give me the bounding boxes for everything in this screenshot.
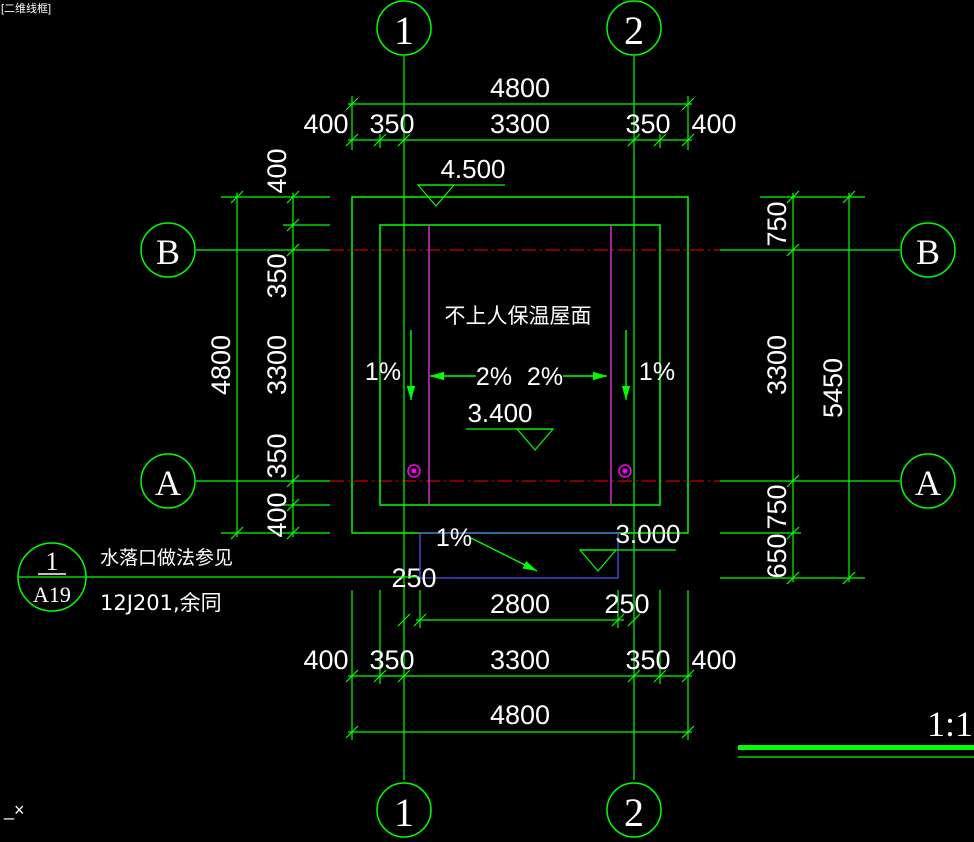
slope-gutter[interactable]: 1% xyxy=(436,524,538,572)
dim-left-lower-wall: 350 xyxy=(262,433,292,478)
detail-note-line1: 水落口做法参见 xyxy=(100,547,233,569)
dim-bottom-right-overhang: 400 xyxy=(691,645,736,675)
elevation-roof[interactable]: 3.400 xyxy=(466,398,555,451)
svg-text:1%: 1% xyxy=(436,524,472,552)
svg-text:A: A xyxy=(915,463,941,503)
svg-text:1:1: 1:1 xyxy=(927,704,973,744)
detail-sheet: A19 xyxy=(33,582,71,607)
slope-right-down[interactable]: 1% xyxy=(621,330,675,400)
svg-text:3.000: 3.000 xyxy=(615,519,680,549)
roof-drain-left[interactable] xyxy=(407,464,421,478)
dim-gutter-left: 250 xyxy=(391,563,436,593)
dim-top-right-wall: 350 xyxy=(625,109,670,139)
svg-text:1%: 1% xyxy=(365,358,401,386)
svg-text:4.500: 4.500 xyxy=(440,154,505,184)
dim-top-overall: 4800 xyxy=(490,73,550,103)
dim-left-upper-wall: 350 xyxy=(262,253,292,298)
slope-right-arrow[interactable]: 2% xyxy=(527,363,607,391)
dim-right-bottom: 750 xyxy=(762,484,792,529)
slope-left-arrow[interactable]: 2% xyxy=(430,363,512,391)
dim-top-right-overhang: 400 xyxy=(691,109,736,139)
svg-text:A: A xyxy=(155,463,181,503)
detail-number: 1 xyxy=(46,547,59,576)
dim-right-overall: 5450 xyxy=(818,358,848,418)
dim-top-left-overhang: 400 xyxy=(303,109,348,139)
grid-bubble-B-right[interactable]: B xyxy=(900,222,956,278)
dimension-texts: 4800 400 350 3300 350 400 250 2800 250 4… xyxy=(206,73,848,730)
svg-text:2: 2 xyxy=(624,790,644,835)
viewport-label[interactable]: [二维线框] xyxy=(1,3,52,15)
dim-top-left-wall: 350 xyxy=(369,109,414,139)
parapet-outer[interactable] xyxy=(351,196,689,534)
dim-bottom-overall: 4800 xyxy=(490,700,550,730)
ucs-icon: _× xyxy=(4,800,25,820)
roof-drain-right[interactable] xyxy=(618,464,632,478)
dim-right-gutter: 650 xyxy=(762,533,792,578)
svg-text:2%: 2% xyxy=(527,363,563,391)
dim-top-span: 3300 xyxy=(490,109,550,139)
dim-bottom-span: 3300 xyxy=(490,645,550,675)
grid-lines xyxy=(196,56,900,780)
dim-left-top: 400 xyxy=(262,148,292,193)
svg-text:B: B xyxy=(916,232,940,272)
dim-bottom-left-overhang: 400 xyxy=(303,645,348,675)
grid-bubble-2-top[interactable]: 2 xyxy=(606,0,662,56)
grid-bubble-2-bottom[interactable]: 2 xyxy=(606,782,662,838)
svg-text:3.400: 3.400 xyxy=(467,398,532,428)
detail-note-line2: 12J201,余同 xyxy=(100,591,222,615)
elevation-gutter[interactable]: 3.000 xyxy=(578,519,681,572)
parapet-inner[interactable] xyxy=(379,224,661,506)
dim-right-span: 3300 xyxy=(762,335,792,395)
svg-text:1: 1 xyxy=(394,790,414,835)
dim-left-bottom: 400 xyxy=(262,492,292,537)
scale-indicator[interactable]: 1:1 xyxy=(738,704,974,758)
svg-text:2: 2 xyxy=(624,8,644,53)
dim-left-overall: 4800 xyxy=(206,335,236,395)
grid-bubble-A-left[interactable]: A xyxy=(140,453,196,509)
elevation-parapet[interactable]: 4.500 xyxy=(416,154,506,207)
dim-gutter-right: 250 xyxy=(604,589,649,619)
svg-text:1: 1 xyxy=(394,8,414,53)
detail-reference[interactable]: 1 A19 水落口做法参见 12J201,余同 xyxy=(17,542,418,615)
svg-text:B: B xyxy=(156,232,180,272)
dim-bottom-left-wall: 350 xyxy=(369,645,414,675)
slope-left-down[interactable]: 1% xyxy=(365,330,416,400)
dim-bottom-right-wall: 350 xyxy=(625,645,670,675)
dim-gutter-mid: 2800 xyxy=(490,589,550,619)
grid-bubble-B-left[interactable]: B xyxy=(140,222,196,278)
grid-bubble-1-top[interactable]: 1 xyxy=(376,0,432,56)
dim-right-top: 750 xyxy=(762,201,792,246)
gutter-outline[interactable] xyxy=(419,532,619,579)
roof-type-label: 不上人保温屋面 xyxy=(445,304,592,328)
dimension-lines xyxy=(221,96,865,740)
dim-left-span: 3300 xyxy=(262,335,292,395)
svg-text:2%: 2% xyxy=(476,363,512,391)
svg-text:1%: 1% xyxy=(639,358,675,386)
grid-bubble-1-bottom[interactable]: 1 xyxy=(376,782,432,838)
grid-bubble-A-right[interactable]: A xyxy=(900,453,956,509)
